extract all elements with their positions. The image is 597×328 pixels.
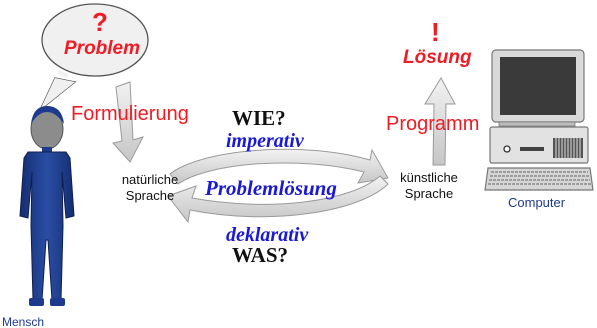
loesung-label: Lösung <box>403 47 472 68</box>
computer-icon <box>484 49 594 191</box>
problem-label: Problem <box>64 38 141 59</box>
speech-bubble <box>39 3 149 111</box>
problemloesung-label: Problemlösung <box>205 176 337 200</box>
natural-language-label: natürliche Sprache <box>121 172 179 203</box>
person-figure <box>19 106 75 306</box>
upper-curved-arrow <box>169 148 389 185</box>
problem-question-mark: ? <box>92 7 108 37</box>
programm-label: Programm <box>386 113 480 135</box>
imperativ-label: imperativ <box>226 130 304 152</box>
artificial-language-label: künstliche Sprache <box>400 170 458 201</box>
lower-curved-arrow <box>167 175 389 224</box>
programm-arrow <box>424 76 456 166</box>
mensch-caption: Mensch <box>2 315 45 328</box>
formulierung-label: Formulierung <box>71 103 189 125</box>
was-label: WAS? <box>232 243 289 267</box>
deklarativ-label: deklarativ <box>226 224 309 246</box>
loesung-exclamation-mark: ! <box>431 17 440 47</box>
computer-caption: Computer <box>508 195 566 210</box>
formulierung-arrow <box>112 81 144 163</box>
wie-label: WIE? <box>232 106 286 130</box>
